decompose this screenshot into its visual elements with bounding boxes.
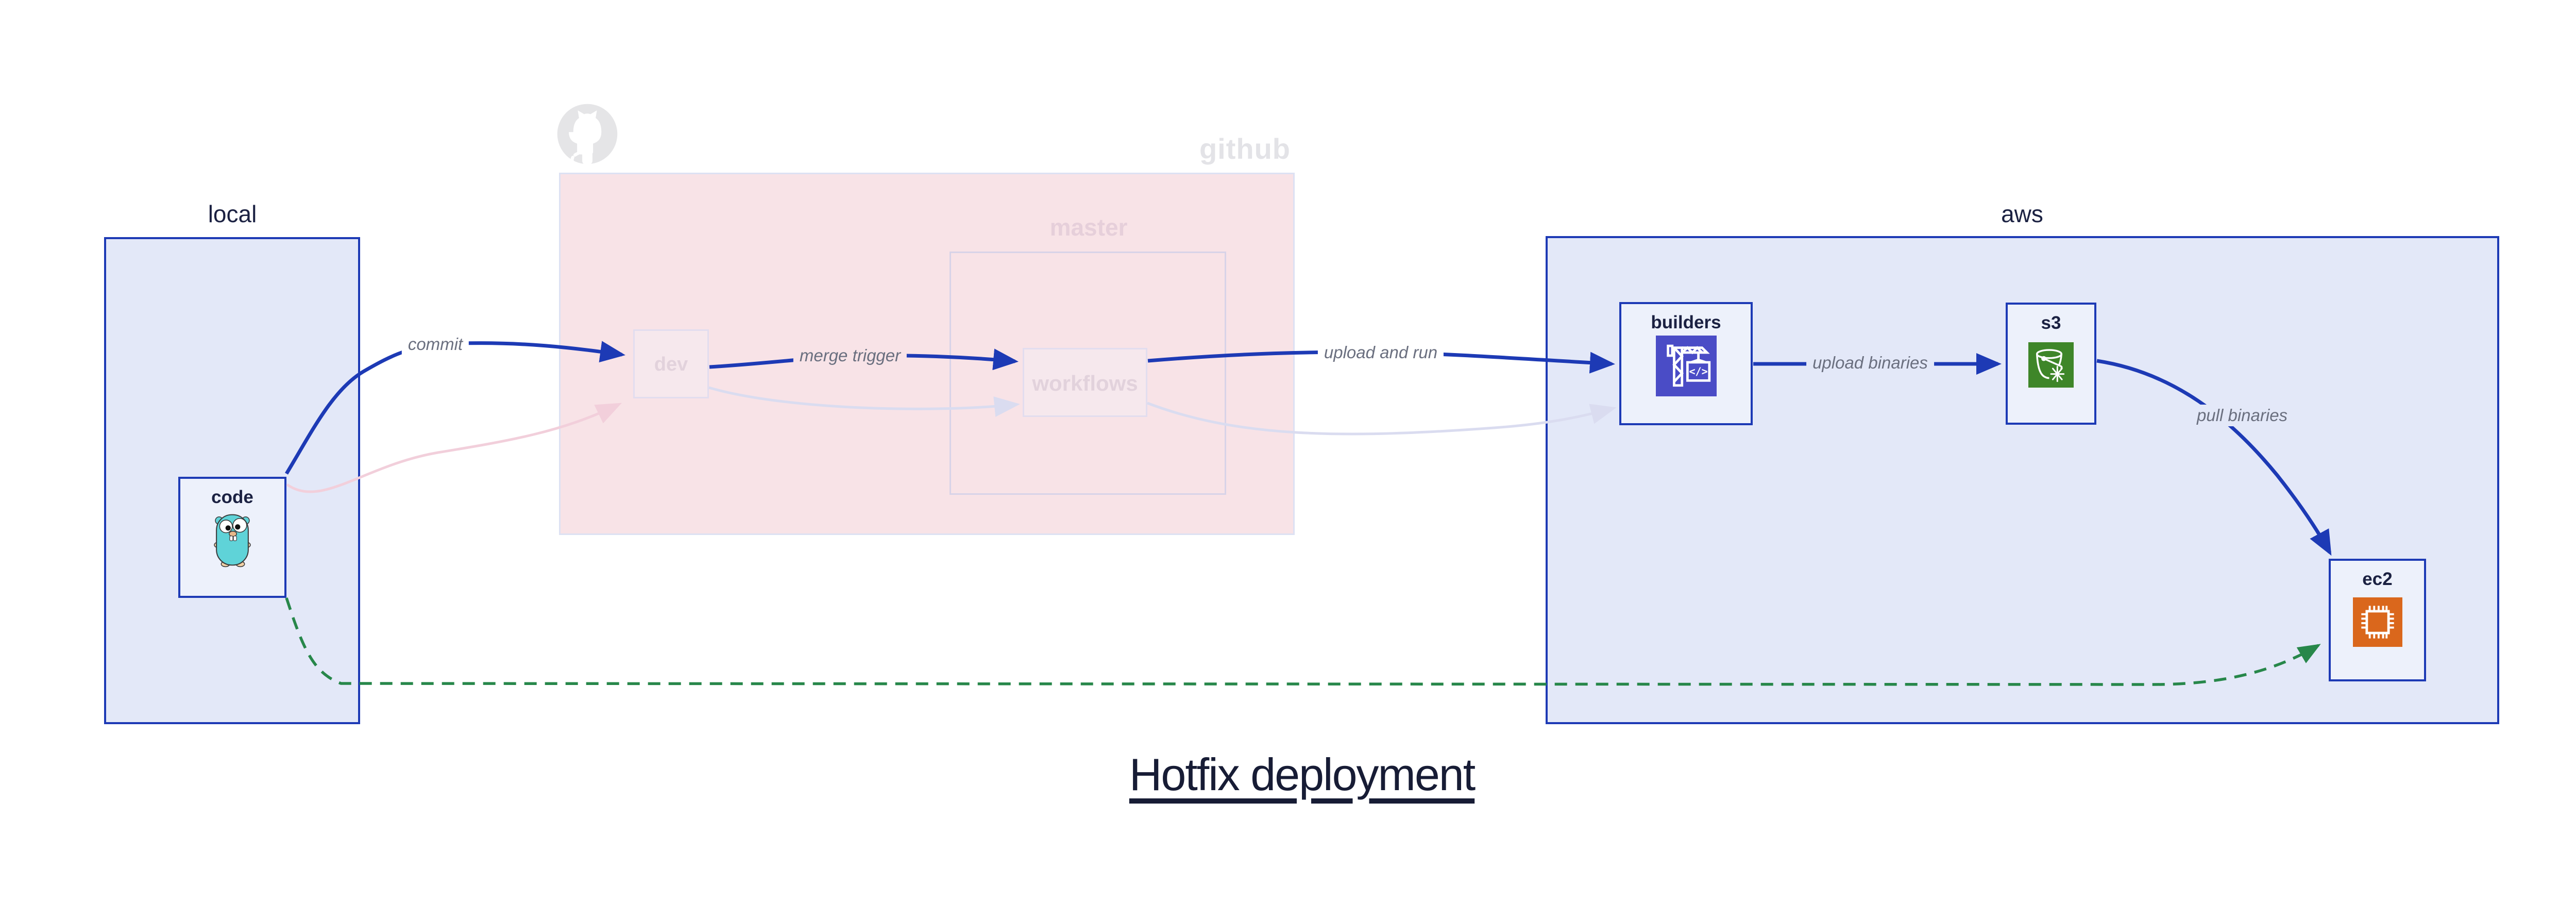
code-node: code: [178, 477, 286, 598]
github-octocat-icon: [557, 104, 618, 165]
edge-label-merge-trigger: merge trigger: [793, 345, 907, 366]
workflows-node-label: workflows: [1032, 371, 1138, 395]
s3-glacier-bucket-icon: [2028, 342, 2074, 388]
builders-node: builders </>: [1619, 302, 1753, 425]
master-branch-label: master: [1049, 214, 1128, 241]
go-gopher-icon: [214, 514, 251, 567]
github-group-label: github: [1199, 132, 1291, 165]
codebuild-crane-icon: </>: [1655, 336, 1717, 396]
workflows-node: workflows: [1023, 348, 1147, 417]
aws-group-label: aws: [2001, 201, 2043, 227]
ec2-node: ec2: [2329, 559, 2426, 681]
s3-node-label: s3: [2041, 313, 2061, 333]
svg-text:</>: </>: [1689, 365, 1707, 378]
diagram-title: Hotfix deployment: [1129, 749, 1476, 800]
edge-label-pull-binaries: pull binaries: [2190, 405, 2294, 426]
ec2-node-label: ec2: [2362, 569, 2393, 589]
local-group-label: local: [208, 201, 257, 227]
edge-label-upload-binaries: upload binaries: [1806, 352, 1934, 374]
dev-node: dev: [633, 329, 709, 398]
dev-node-label: dev: [654, 354, 688, 375]
builders-node-label: builders: [1651, 312, 1721, 332]
ec2-chip-icon: [2352, 597, 2402, 647]
s3-node: s3: [2006, 303, 2096, 425]
code-node-label: code: [211, 487, 253, 507]
edge-label-upload-and-run: upload and run: [1317, 342, 1444, 363]
edge-label-commit: commit: [401, 333, 469, 355]
